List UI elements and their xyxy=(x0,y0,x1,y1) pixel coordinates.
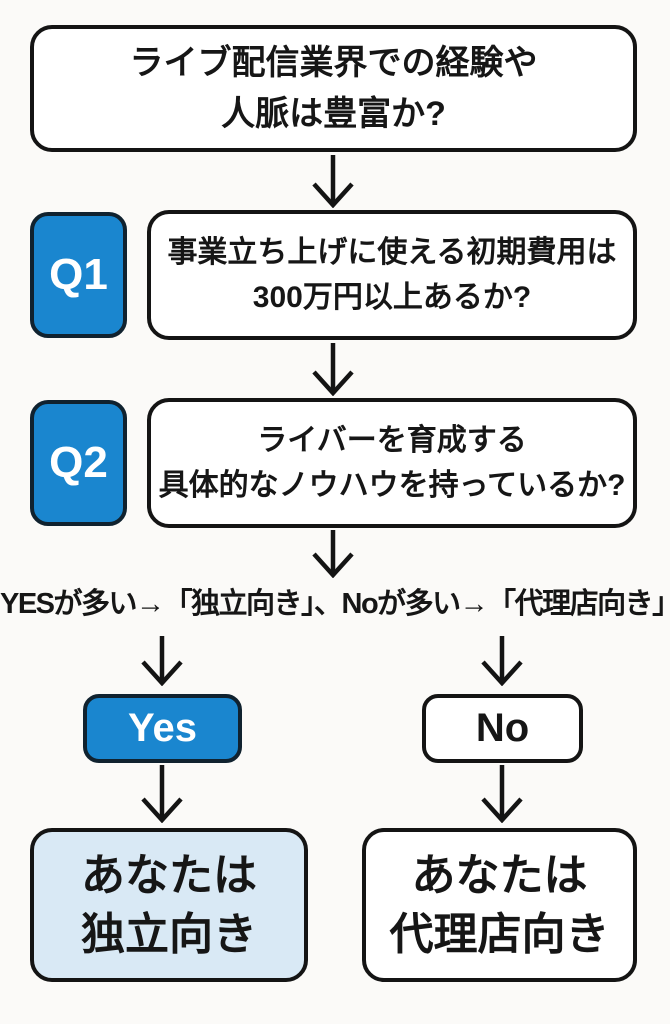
no-chip: No xyxy=(422,694,583,763)
question-2-box: ライバーを育成する 具体的なノウハウを持っているか? xyxy=(147,398,637,528)
result-agency-line2: 代理店向き xyxy=(389,910,610,959)
question-2-line2: 具体的なノウハウを持っているか? xyxy=(158,469,626,502)
question-1-line1: 事業立ち上げに使える初期費用は xyxy=(167,236,617,269)
arrow-down-icon xyxy=(141,765,183,823)
result-independent-line2: 独立向き xyxy=(81,910,257,959)
arrow-down-icon xyxy=(312,343,354,396)
result-independent-box: あなたは 独立向き xyxy=(30,828,308,982)
arrow-down-icon xyxy=(481,765,523,823)
badge-q1-label: Q1 xyxy=(49,250,108,299)
yes-chip: Yes xyxy=(83,694,242,763)
result-agency-box: あなたは 代理店向き xyxy=(362,828,637,982)
question-1-line2: 300万円以上あるか? xyxy=(252,281,532,314)
badge-q1: Q1 xyxy=(30,212,127,338)
arrow-down-icon xyxy=(312,530,354,578)
no-chip-label: No xyxy=(475,706,530,750)
badge-q2-label: Q2 xyxy=(49,438,108,487)
arrow-down-icon xyxy=(312,155,354,208)
question-2-line1: ライバーを育成する xyxy=(257,424,527,457)
question-1-box: 事業立ち上げに使える初期費用は 300万円以上あるか? xyxy=(147,210,637,340)
start-question-line1: ライブ配信業界での経験や xyxy=(129,43,538,82)
arrow-down-icon xyxy=(481,636,523,686)
badge-q2: Q2 xyxy=(30,400,127,526)
result-agency-line1: あなたは xyxy=(411,850,588,900)
yes-chip-label: Yes xyxy=(128,706,197,750)
rule-text: YESが多い→「独立向き」、Noが多い→「代理店向き」 xyxy=(0,588,670,620)
result-independent-line1: あなたは xyxy=(81,850,257,900)
start-question-box: ライブ配信業界での経験や 人脈は豊富か? xyxy=(30,25,637,152)
start-question-line2: 人脈は豊富か? xyxy=(221,94,446,133)
arrow-down-icon xyxy=(141,636,183,686)
